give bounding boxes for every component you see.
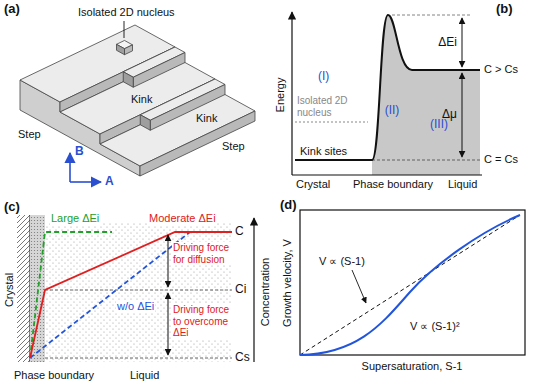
curve-label: V ∝ (S-1)² — [410, 320, 460, 333]
level-label: C > Cs — [484, 63, 518, 76]
axis-label: Phase boundary — [353, 178, 433, 191]
region-label: (II) — [385, 104, 400, 118]
quantity-label: ΔEi — [438, 36, 457, 50]
double-arrow — [168, 235, 169, 287]
quantity-label: Δμ — [442, 108, 457, 122]
callout-label: Step — [222, 140, 245, 153]
panel-letter: (a) — [4, 2, 20, 17]
axis-arrow — [70, 181, 101, 183]
kink-side — [140, 115, 150, 131]
energy-curve — [295, 15, 480, 160]
curve-label: w/o ΔEi — [116, 300, 155, 313]
nucleus-front — [125, 45, 133, 55]
double-arrow — [462, 73, 463, 157]
axis-label: Crystal — [296, 178, 330, 191]
panel-letter: (c) — [4, 200, 20, 215]
axis-arrow — [69, 153, 71, 182]
double-arrow — [168, 293, 169, 355]
curve-label: V ∝ (S-1) — [318, 255, 366, 268]
axis-label: B — [75, 145, 84, 159]
crystal-wall — [17, 215, 30, 362]
region-label: Liquid — [130, 369, 159, 382]
region-label: (I) — [318, 70, 329, 84]
region-label: Crystal — [3, 273, 16, 307]
axis-label: Energy — [274, 78, 287, 113]
leader-line — [124, 21, 125, 38]
level-label: Kink sites — [300, 145, 347, 158]
blue-profile — [30, 232, 190, 358]
curve-label: Moderate ΔEi — [148, 212, 217, 225]
callout-label: Step — [18, 128, 41, 141]
level-line — [392, 15, 472, 16]
level-label: Isolated 2D nucleus — [297, 95, 369, 118]
green-profile — [30, 232, 112, 358]
panel-letter: (b) — [496, 2, 513, 17]
barrier-shade — [372, 15, 480, 175]
callout-label: Isolated 2D nucleus — [78, 6, 175, 19]
nucleus-level — [295, 121, 368, 122]
kink-front — [133, 53, 185, 88]
level-label: C — [235, 225, 244, 239]
callout-label: Kink — [196, 112, 217, 125]
velocity-curve — [300, 215, 520, 355]
x-axis — [292, 174, 482, 175]
level-line — [45, 290, 232, 291]
crystal-surface — [20, 25, 255, 176]
level-label: Cs — [235, 351, 250, 365]
nucleus-side — [117, 44, 125, 54]
level-label: C = Cs — [484, 153, 518, 166]
axis-label: Concentration — [259, 258, 272, 327]
kink-front — [150, 85, 225, 131]
plot-frame — [300, 210, 525, 355]
region-label: Phase boundary — [14, 369, 94, 382]
double-arrow — [462, 18, 463, 67]
leader-line — [352, 270, 366, 303]
concentration-axis — [253, 218, 254, 362]
axis-label: A — [105, 175, 114, 189]
callout-label: Kink — [131, 93, 152, 106]
kink-side — [123, 72, 133, 88]
axis-label: Supersaturation, S-1 — [362, 360, 463, 373]
panel-letter: (d) — [280, 198, 297, 213]
linear-line — [300, 215, 520, 355]
curve-label: Large ΔEi — [50, 212, 100, 225]
level-label: Ci — [235, 283, 246, 297]
note-label: Driving force for diffusion — [172, 242, 234, 265]
level-line — [45, 358, 232, 359]
axis-label: Growth velocity, V — [281, 239, 294, 327]
level-line — [372, 160, 480, 161]
note-label: Driving force to overcome ΔEi — [172, 304, 234, 339]
axis-label: Liquid — [448, 178, 477, 191]
energy-axis — [291, 12, 292, 175]
